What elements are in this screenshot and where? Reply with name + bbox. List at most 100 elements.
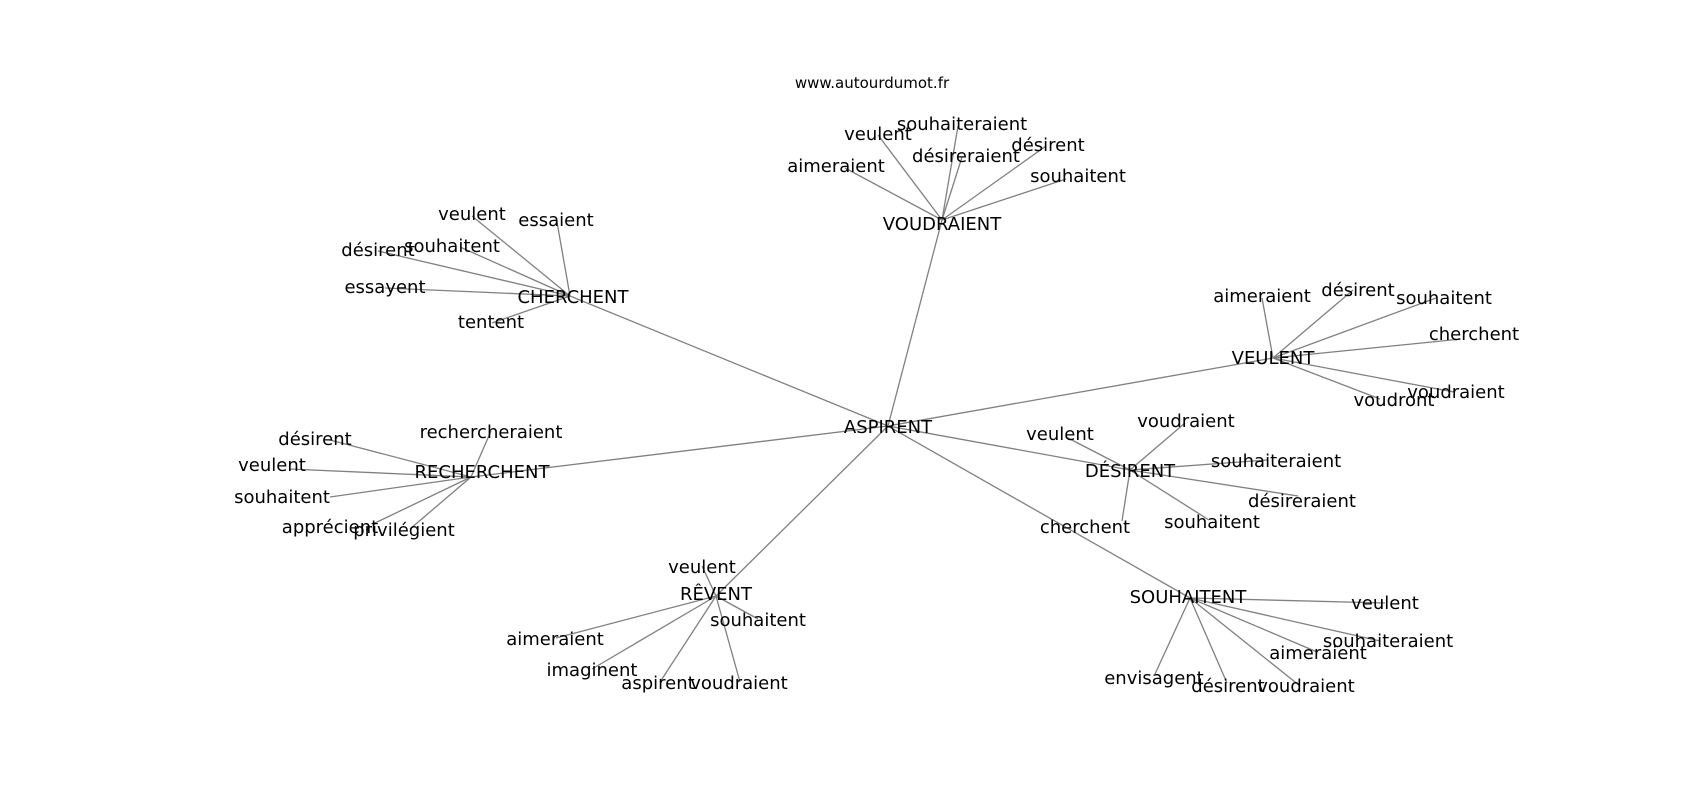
leaf-node-label: souhaitent [1164,512,1260,533]
leaf-edge [288,468,472,478]
leaf-edge [1121,469,1131,522]
leaf-node-label: veulent [1351,593,1419,614]
leaf-edge [715,595,741,683]
root-edge [887,219,943,427]
leaf-node-label: souhaitent [234,487,330,508]
cluster-node-label: CHERCHENT [517,287,629,308]
leaf-node-label: désireraient [1248,491,1356,512]
leaf-node-label: aimeraient [506,629,604,650]
leaf-edge [1189,597,1318,653]
leaf-node-label: veulent [1026,424,1094,445]
leaf-edge [1189,597,1228,684]
cluster-node-label: SOUHAITENT [1130,587,1248,608]
leaf-node-label: voudraient [1137,411,1234,432]
leaf-edge [374,476,472,524]
leaf-node-label: désireraient [912,146,1020,167]
leaf-node-label: désirent [1191,676,1264,697]
leaf-node-label: apprécient [282,517,378,538]
leaf-node-label: souhaiteraient [1323,631,1453,652]
leaf-node-label: veulent [438,204,506,225]
leaf-node-label: aimeraient [1269,643,1367,664]
leaf-edge [459,246,571,297]
leaf-node-label: imaginent [547,660,638,681]
leaf-edge [941,125,959,221]
leaf-edge [1272,297,1437,359]
leaf-edge [844,167,943,221]
leaf-node-label: voudraient [1257,676,1354,697]
leaf-edge [491,295,571,324]
root-node-label: ASPIRENT [844,417,933,438]
leaf-node-label: rechercheraient [420,422,563,443]
leaf-edge [941,145,1047,221]
cluster-node-label: VOUDRAIENT [883,214,1002,235]
root-edge [715,425,889,597]
root-edge [569,295,889,427]
edges-layer [288,125,1462,687]
leaf-edge [659,595,717,683]
leaf-node-label: cherchent [1040,517,1130,538]
leaf-edge [377,250,571,297]
leaf-edge [941,178,1067,221]
leaf-edge [470,430,492,478]
leaf-node-label: cherchent [1429,324,1519,345]
leaf-node-label: voudraient [690,673,787,694]
leaf-edge [1129,459,1268,471]
leaf-edge [384,287,571,297]
leaf-edge [941,156,963,221]
leaf-node-label: essaient [518,210,593,231]
leaf-node-label: voudraient [1407,382,1504,403]
leaf-edge [1272,357,1455,393]
leaf-node-label: veulent [668,557,736,578]
leaf-edge [1129,469,1299,497]
leaf-edge [1129,469,1210,521]
leaf-node-label: souhaitent [1030,166,1126,187]
leaf-edge [1189,597,1301,687]
leaf-node-label: désirent [1321,280,1394,301]
root-edge [887,425,1191,599]
leaf-edge [1189,597,1381,642]
leaf-node-label: désirent [341,240,414,261]
leaf-edge [715,595,759,620]
root-edge [887,357,1274,427]
leaf-edge [1272,289,1354,359]
leaf-node-label: envisagent [1104,668,1204,689]
leaf-edge [1261,297,1274,359]
cluster-node-label: RÊVENT [680,583,753,605]
leaf-node-label: désirent [278,429,351,450]
leaf-node-label: souhaiteraient [1211,451,1341,472]
leaf-node-label: veulent [238,455,306,476]
leaf-node-label: aimeraient [787,156,885,177]
leaf-edge [1189,597,1386,604]
leaf-node-label: désirent [1011,135,1084,156]
source-url-label: www.autourdumot.fr [795,74,950,92]
leaf-node-label: aimeraient [1213,286,1311,307]
leaf-edge [1272,357,1381,400]
leaf-edge [701,565,717,597]
leaf-edge [329,476,472,498]
leaf-node-label: tentent [458,312,524,333]
leaf-edge [1154,597,1191,675]
leaf-node-label: essayent [344,277,425,298]
leaf-node-label: voudront [1354,390,1435,411]
root-edge [470,425,889,478]
cluster-node-label: DÉSIRENT [1085,460,1176,482]
leaf-edge [1129,422,1186,471]
leaf-edge [471,215,571,297]
leaf-edge [329,439,472,478]
leaf-node-label: aspirent [621,673,694,694]
leaf-node-label: souhaitent [1396,288,1492,309]
leaf-edge [556,221,571,297]
leaf-edge [1065,436,1131,471]
root-edge [887,425,1131,471]
leaf-node-label: veulent [844,124,912,145]
leaf-edge [555,595,717,639]
leaf-edge [591,595,717,670]
leaf-node-label: privilégient [353,520,455,541]
leaf-node-label: souhaiteraient [897,114,1027,135]
cluster-node-label: RECHERCHENT [415,462,551,483]
leaf-edge [877,134,943,221]
cluster-node-label: VEULENT [1232,348,1316,369]
leaf-node-label: souhaitent [404,236,500,257]
leaf-edge [409,476,472,530]
